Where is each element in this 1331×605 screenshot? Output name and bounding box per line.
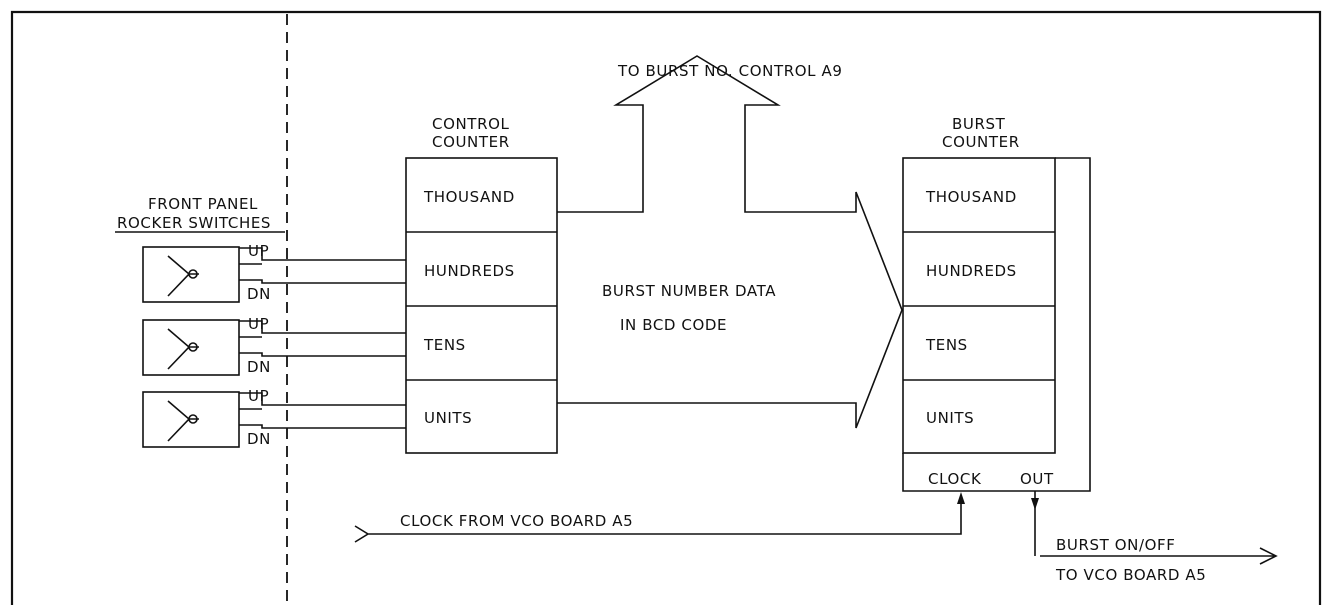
burst-cell-tens: TENS bbox=[925, 336, 968, 354]
burst-counter-frame bbox=[902, 157, 1091, 492]
bcd-data-bus: TO BURST NO. CONTROL A9 BURST NUMBER DAT… bbox=[557, 55, 903, 429]
rocker-pivot bbox=[188, 342, 198, 352]
control-counter: CONTROL COUNTER THOUSAND HUNDREDS TENS U… bbox=[405, 115, 558, 454]
up-lead bbox=[239, 320, 406, 334]
clock-input-line bbox=[354, 504, 962, 543]
burst-counter-title-line1: BURST bbox=[952, 115, 1006, 133]
switch-up-label: UP bbox=[248, 242, 269, 260]
rocker-pivot bbox=[188, 269, 198, 279]
control-cell-hundreds: HUNDREDS bbox=[424, 262, 515, 280]
switch-dn-label: DN bbox=[247, 358, 271, 376]
burst-output-label-line2: TO VCO BOARD A5 bbox=[1055, 566, 1206, 584]
clock-input-label: CLOCK FROM VCO BOARD A5 bbox=[400, 512, 633, 530]
out-terminal-label: OUT bbox=[1020, 470, 1054, 488]
dn-lead bbox=[239, 263, 406, 284]
burst-cell-hundreds: HUNDREDS bbox=[926, 262, 1017, 280]
up-lead bbox=[239, 247, 406, 261]
rocker-pivot bbox=[188, 414, 198, 424]
bus-destination-label: TO BURST NO. CONTROL A9 bbox=[617, 62, 842, 80]
control-cell-tens: TENS bbox=[423, 336, 466, 354]
dn-lead bbox=[239, 408, 406, 429]
control-cell-units: UNITS bbox=[424, 409, 472, 427]
control-cell-thousand: THOUSAND bbox=[423, 188, 515, 206]
up-lead bbox=[239, 392, 406, 406]
control-counter-title-line2: COUNTER bbox=[432, 133, 510, 151]
rocker-switch-units[interactable]: UP DN bbox=[142, 387, 406, 448]
front-panel-title-line1: FRONT PANEL bbox=[148, 195, 258, 213]
clock-terminal-label: CLOCK bbox=[928, 470, 982, 488]
clock-input-signal: CLOCK FROM VCO BOARD A5 bbox=[354, 492, 965, 543]
dn-lead bbox=[239, 336, 406, 357]
clock-arrowhead bbox=[957, 492, 965, 504]
front-panel-switches: FRONT PANEL ROCKER SWITCHES UP DN UP DN bbox=[115, 195, 406, 448]
burst-output-label-line1: BURST ON/OFF bbox=[1056, 536, 1176, 554]
rocker-switch-tens[interactable]: UP DN bbox=[142, 315, 406, 376]
control-counter-title-line1: CONTROL bbox=[432, 115, 509, 133]
front-panel-title-line2: ROCKER SWITCHES bbox=[117, 214, 271, 232]
rocker-switch-hundreds[interactable]: UP DN bbox=[142, 242, 406, 303]
bus-arrow-outline bbox=[557, 55, 903, 429]
switch-up-label: UP bbox=[248, 315, 269, 333]
burst-cell-thousand: THOUSAND bbox=[925, 188, 1017, 206]
switch-dn-label: DN bbox=[247, 430, 271, 448]
burst-output-signal: BURST ON/OFF TO VCO BOARD A5 bbox=[1031, 491, 1278, 584]
bus-data-label-line2: IN BCD CODE bbox=[620, 316, 727, 334]
switch-dn-label: DN bbox=[247, 285, 271, 303]
burst-counter-title-line2: COUNTER bbox=[942, 133, 1020, 151]
out-arrowhead bbox=[1031, 498, 1039, 510]
burst-counter: BURST COUNTER THOUSAND HUNDREDS TENS UNI… bbox=[902, 115, 1091, 492]
switch-up-label: UP bbox=[248, 387, 269, 405]
burst-cell-units: UNITS bbox=[926, 409, 974, 427]
bus-data-label-line1: BURST NUMBER DATA bbox=[602, 282, 776, 300]
diagram-frame bbox=[10, 10, 1322, 605]
